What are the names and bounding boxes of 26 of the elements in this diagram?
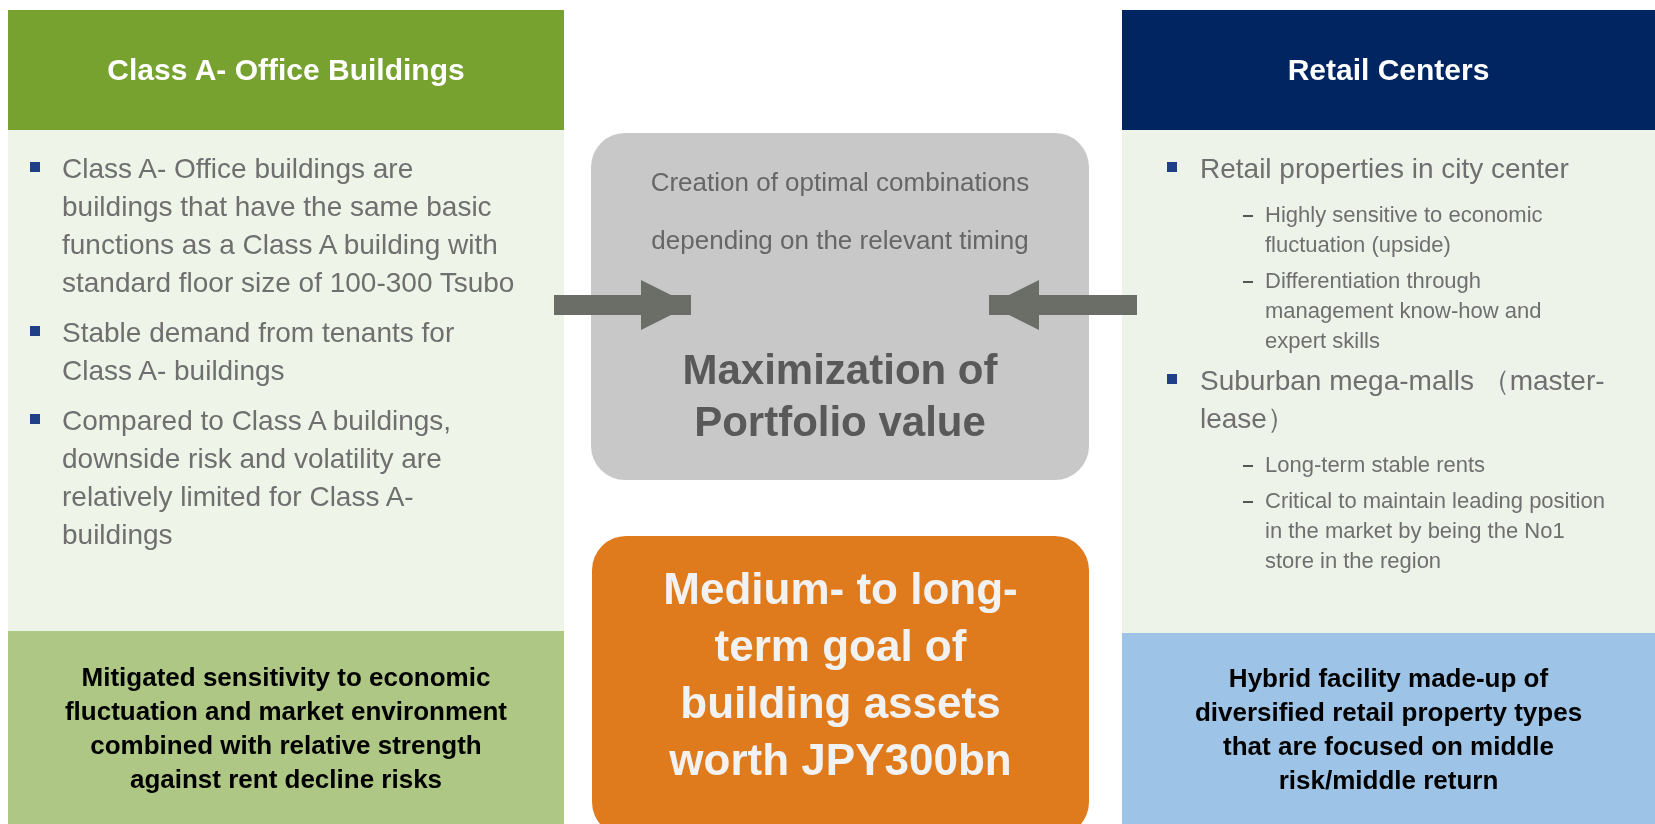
panel-heading: Class A- Office Buildings — [107, 53, 465, 87]
summary-text: Hybrid facility made-up of diversified retail property types that are focused on middle risk/middle return — [1193, 661, 1584, 797]
header-band — [1122, 10, 1655, 130]
box-title: Maximization of Portfolio value — [681, 345, 999, 447]
bullet-text: Stable demand from tenants for Class A- buildings — [62, 316, 456, 388]
summary-panel — [1122, 633, 1655, 824]
sub-bullet-text: Differentiation through management know-how and expert skills — [1265, 267, 1543, 355]
bullet-text: Retail properties in city center — [1200, 152, 1570, 186]
sub-bullet-text: Critical to maintain leading position in the market by being the No1 store in the region — [1265, 487, 1605, 575]
content-panel — [8, 130, 564, 631]
panel-heading: Retail Centers — [1287, 53, 1490, 87]
content-panel — [1122, 130, 1655, 633]
sub-bullet-text: Highly sensitive to economic fluctuation (upside) — [1265, 201, 1544, 259]
bullet-text: Compared to Class A buildings, downside risk and volatility are relatively limited for Class A- buildings — [62, 404, 453, 552]
rounded-box — [591, 133, 1089, 480]
arrow — [989, 280, 1137, 330]
box-text: Creation of optimal combinations depending on the relevant timing — [649, 166, 1031, 257]
goal-text: Medium- to long-term goal of building assets worth JPY300bn — [662, 563, 1019, 786]
bullet-text: Class A- Office buildings are buildings that have the same basic functions as a Class A building with standard floor size of 100-300 Tsubo — [62, 152, 516, 300]
summary-text: Mitigated sensitivity to economic fluctuation and market environment combined with relative strength against rent decline risks — [63, 660, 509, 796]
sub-bullet-text: Long-term stable rents — [1265, 451, 1487, 479]
arrow — [554, 280, 691, 330]
summary-panel — [8, 631, 564, 824]
header-band — [8, 10, 564, 130]
rounded-box — [592, 536, 1089, 824]
bullet-text: Suburban mega-malls （master-lease） — [1200, 364, 1606, 436]
